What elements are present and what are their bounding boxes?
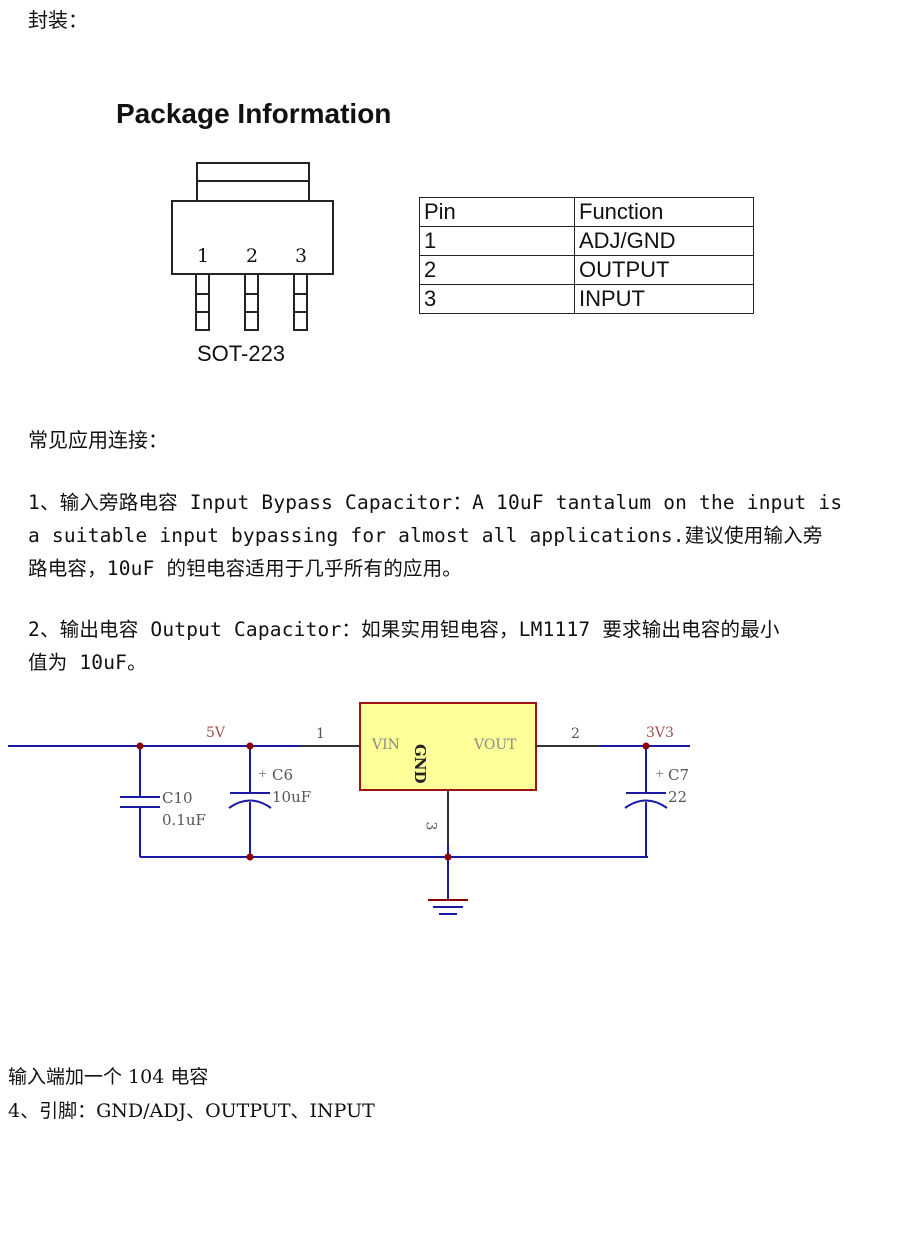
capacitor-c10-value: 0.1uF (162, 811, 206, 829)
chip-pin-vin: VIN (372, 737, 400, 753)
net-label-5v: 5V (206, 725, 226, 741)
table-cell: OUTPUT (574, 255, 754, 285)
package-name: SOT-223 (197, 341, 286, 366)
paragraph-line: 2、输出电容 Output Capacitor：如果实用钽电容，LM1117 要… (28, 618, 780, 641)
package-title: Package Information (116, 98, 392, 129)
pin-function-table: Pin Function 1 ADJ/GND 2 OUTPUT 3 INPUT (419, 197, 754, 314)
paragraph-input-bypass: 1、输入旁路电容 Input Bypass Capacitor：A 10uF t… (28, 486, 908, 585)
section-heading-package: 封装： (28, 8, 88, 32)
junction-node (246, 742, 254, 750)
paragraph-line: a suitable input bypassing for almost al… (28, 524, 823, 547)
note-pinout: 4、引脚：GND/ADJ、OUTPUT、INPUT (8, 1100, 375, 1122)
paragraph-line: 值为 10uF。 (28, 651, 147, 674)
capacitor-c6-name: C6 (272, 766, 294, 784)
sot223-package-drawing (171, 162, 334, 331)
regulator-schematic (8, 702, 690, 915)
capacitor-c7-name: C7 (668, 766, 690, 784)
junction-node (136, 742, 144, 750)
chip-pin-gnd: GND (411, 744, 429, 784)
note-input-capacitor: 输入端加一个 104 电容 (8, 1066, 209, 1088)
package-pin-number-2: 2 (246, 245, 259, 267)
package-pin-number-3: 3 (295, 245, 308, 267)
pin-label-1: 1 (316, 726, 325, 742)
table-cell: 2 (419, 255, 575, 285)
table-row: 1 ADJ/GND (419, 226, 754, 256)
junction-node (246, 853, 254, 861)
capacitor-c7-polarity: + (655, 767, 665, 780)
paragraph-line: 1、输入旁路电容 Input Bypass Capacitor：A 10uF t… (28, 491, 843, 514)
section-heading-application: 常见应用连接： (28, 428, 168, 452)
junction-node (642, 742, 650, 750)
package-lead-2 (244, 273, 259, 331)
table-header-cell: Pin (419, 197, 575, 227)
capacitor-c7-value: 22 (668, 788, 688, 806)
package-lead-3 (293, 273, 308, 331)
table-cell: 3 (419, 284, 575, 314)
junction-node (444, 853, 452, 861)
pin-label-3: 3 (422, 821, 439, 831)
capacitor-c6-value: 10uF (272, 788, 312, 806)
table-header-cell: Function (574, 197, 754, 227)
table-cell: INPUT (574, 284, 754, 314)
table-row: 2 OUTPUT (419, 255, 754, 285)
table-row: 3 INPUT (419, 284, 754, 314)
regulator-chip (359, 702, 537, 791)
table-header-row: Pin Function (419, 197, 754, 227)
package-pin-number-1: 1 (197, 245, 210, 267)
paragraph-line: 路电容，10uF 的钽电容适用于几乎所有的应用。 (28, 557, 463, 580)
capacitor-c6-polarity: + (258, 767, 268, 780)
paragraph-output-capacitor: 2、输出电容 Output Capacitor：如果实用钽电容，LM1117 要… (28, 613, 908, 679)
table-cell: ADJ/GND (574, 226, 754, 256)
table-cell: 1 (419, 226, 575, 256)
net-label-3v3: 3V3 (646, 725, 674, 741)
package-lead-1 (195, 273, 210, 331)
pin-label-2: 2 (571, 726, 580, 742)
chip-pin-vout: VOUT (474, 737, 517, 753)
capacitor-c10-name: C10 (162, 789, 193, 807)
